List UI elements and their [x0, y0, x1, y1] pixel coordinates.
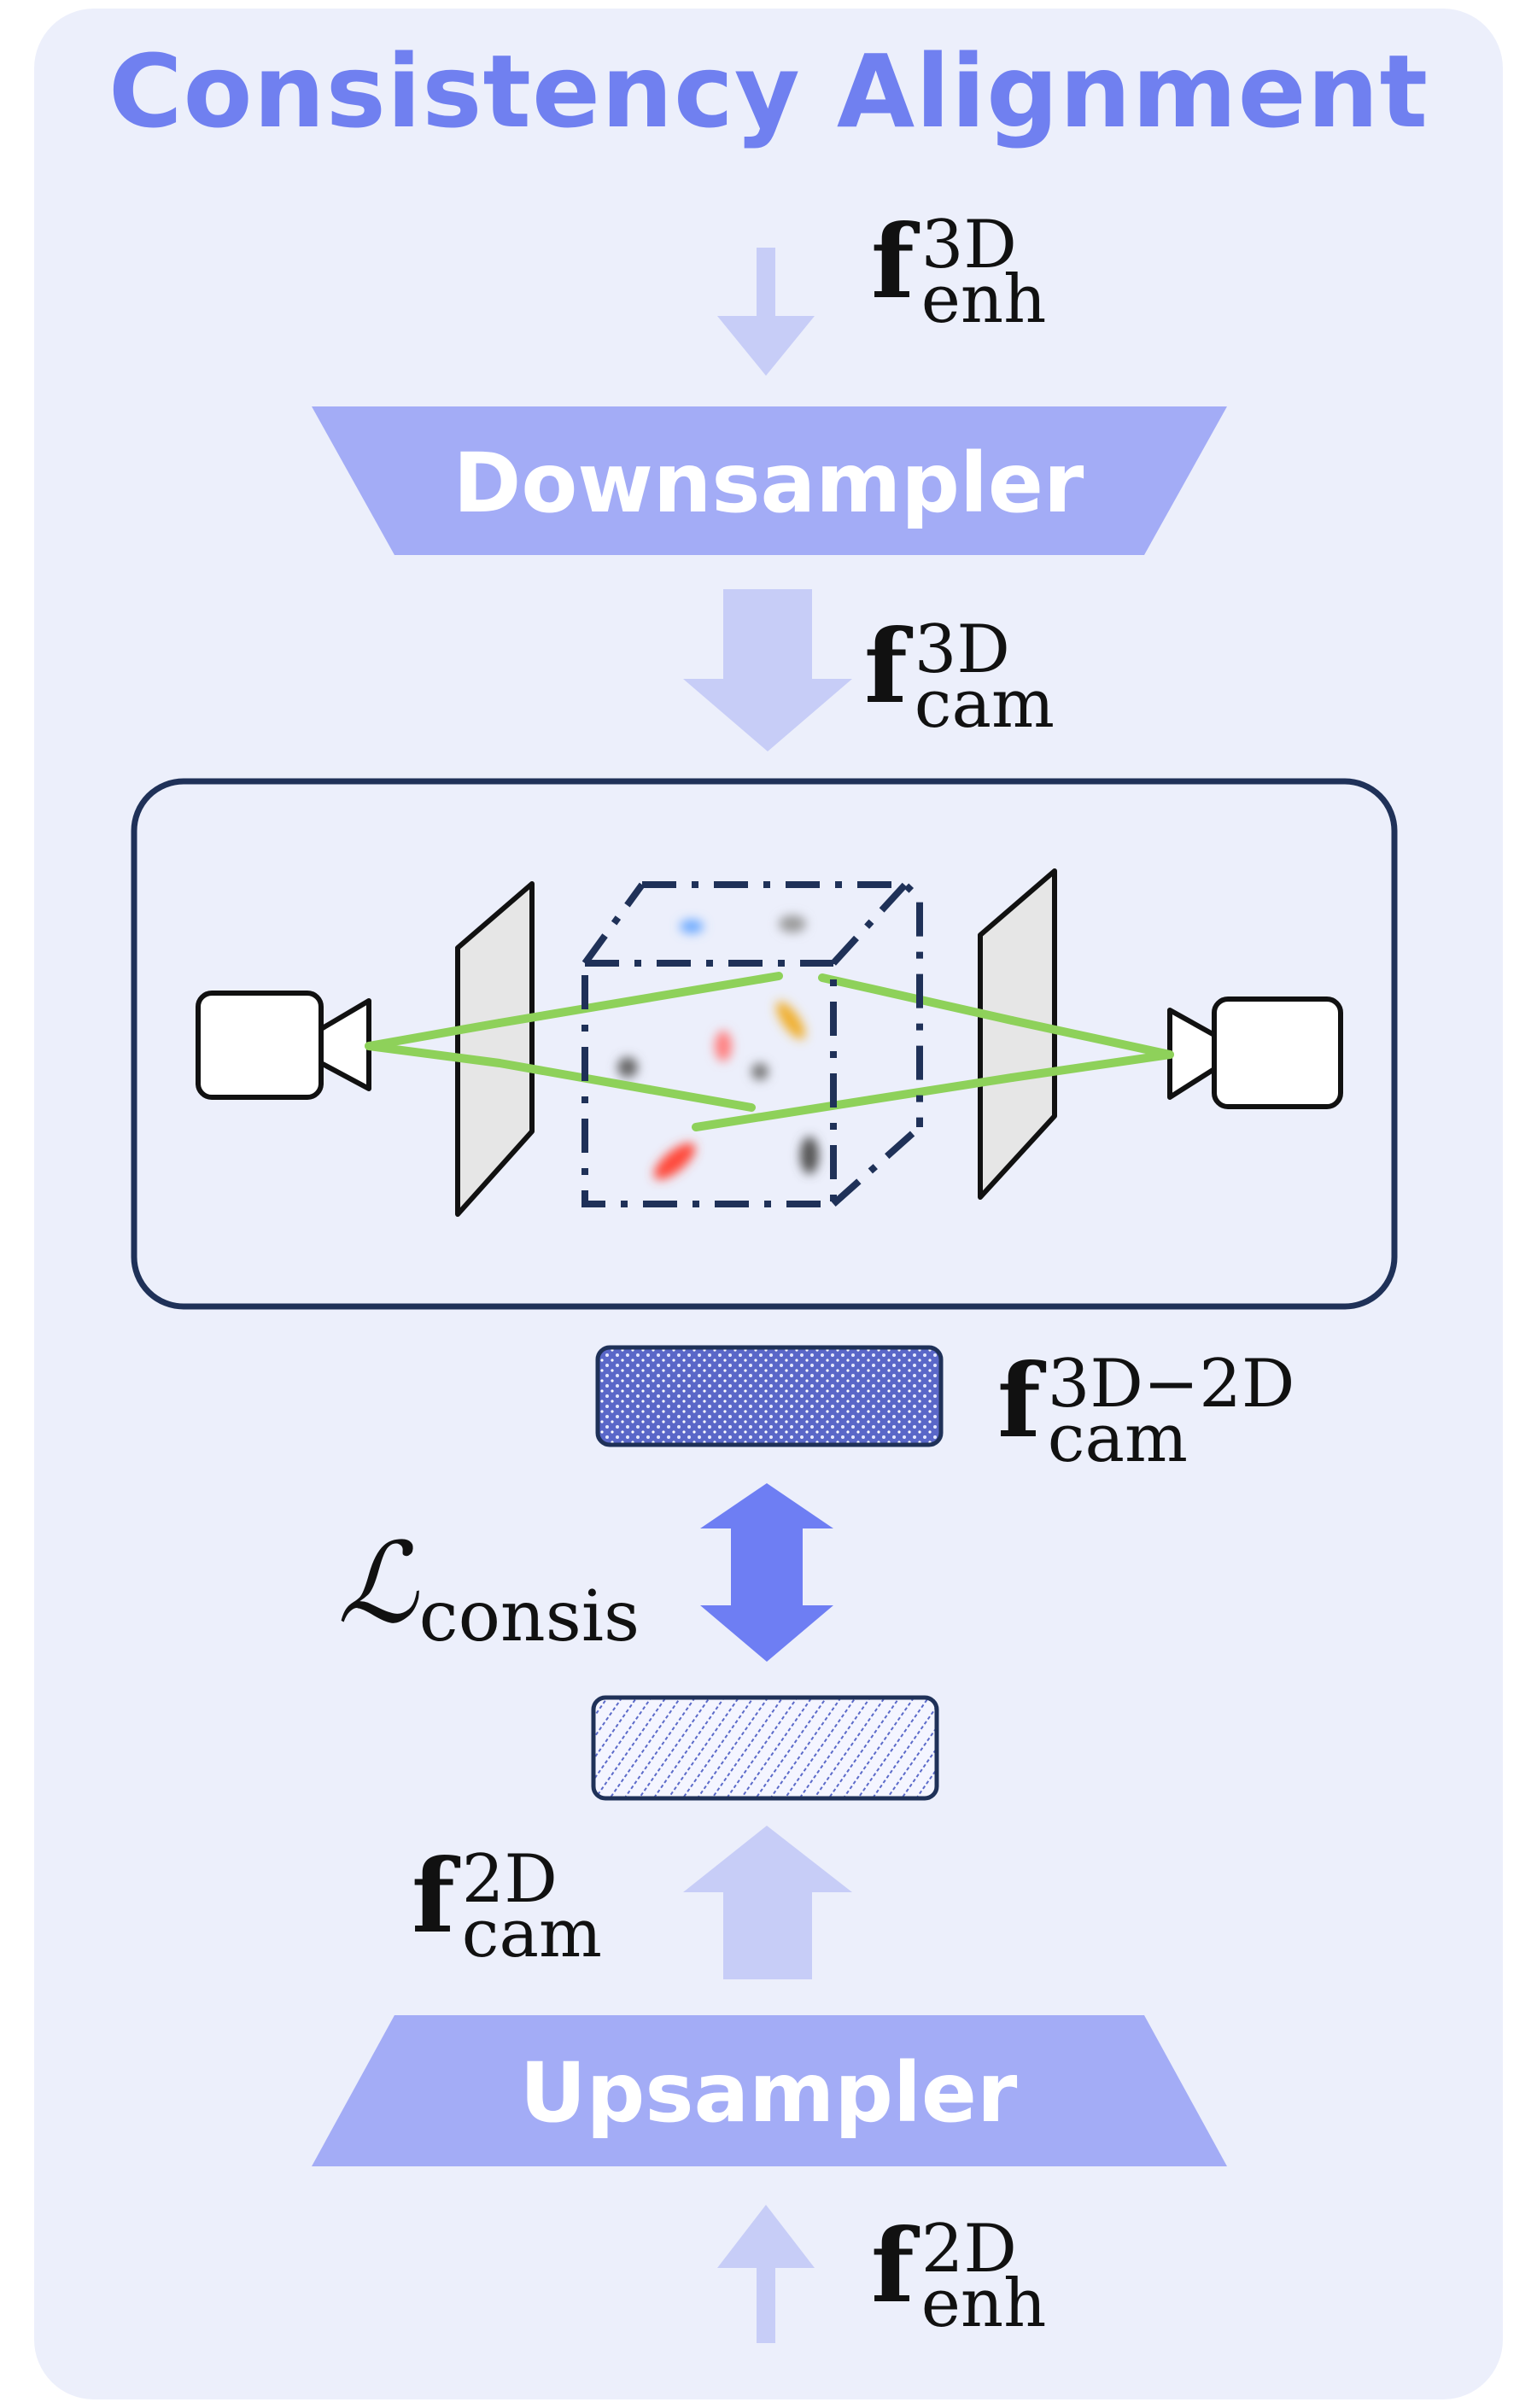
label-f-cam-3d-2d: f 3D−2D cam: [997, 1341, 1295, 1477]
arrow-input-top: [717, 248, 815, 376]
label-f-enh-2d-symbol: f: [871, 2206, 915, 2325]
label-loss-symbol: ℒ: [337, 1518, 418, 1648]
projection-rays: [365, 972, 1174, 1131]
label-f-cam-2d-sub: cam: [461, 1896, 602, 1973]
label-f-cam-3d: f 3D cam: [864, 607, 1055, 743]
label-f-cam-2d-sup: 2D: [461, 1841, 558, 1918]
upsampler-label: Upsampler: [519, 2045, 1018, 2141]
feature-bar-2d: [591, 1695, 939, 1801]
downsampler-label: Downsampler: [453, 435, 1084, 531]
title: Consistency Alignment: [108, 32, 1429, 150]
label-f-cam-3d-sup: 3D: [914, 611, 1010, 688]
label-f-cam-3d-2d-sup: 3D−2D: [1047, 1346, 1295, 1423]
double-arrow-icon: [700, 1483, 833, 1662]
projection-frame: [131, 778, 1398, 1310]
image-plane-right: [978, 868, 1057, 1200]
label-f-enh-2d-sup: 2D: [920, 2211, 1017, 2288]
label-f-enh-3d: f 3D enh: [871, 202, 1047, 338]
arrow-input-bottom: [717, 2205, 815, 2343]
label-f-cam-2d: f 2D cam: [412, 1837, 602, 1973]
dashed-cube: [581, 881, 923, 1207]
label-f-enh-3d-sub: enh: [920, 261, 1047, 338]
label-f-cam-2d-symbol: f: [412, 1837, 455, 1955]
label-loss-consis: ℒconsis: [337, 1518, 640, 1657]
label-f-cam-3d-2d-symbol: f: [997, 1341, 1041, 1460]
label-f-cam-3d-symbol: f: [864, 607, 908, 726]
feature-bar-3d-2d: [595, 1345, 944, 1447]
label-loss-sub: consis: [418, 1576, 640, 1657]
label-f-enh-2d: f 2D enh: [871, 2206, 1047, 2342]
image-plane-left: [455, 881, 535, 1217]
label-f-cam-3d-sub: cam: [914, 666, 1055, 743]
label-f-enh-3d-sup: 3D: [920, 207, 1017, 283]
label-f-cam-3d-2d-sub: cam: [1047, 1400, 1188, 1477]
arrow-down-thick: [683, 589, 852, 751]
arrow-up-thick: [683, 1826, 852, 1979]
point-cloud: [617, 915, 819, 1180]
downsampler-block: [312, 406, 1227, 555]
camera-right-icon: [1167, 997, 1343, 1109]
label-f-enh-2d-sub: enh: [920, 2265, 1047, 2342]
camera-left-icon: [196, 991, 371, 1100]
label-f-enh-3d-symbol: f: [871, 202, 915, 321]
upsampler-block: [312, 2015, 1227, 2166]
